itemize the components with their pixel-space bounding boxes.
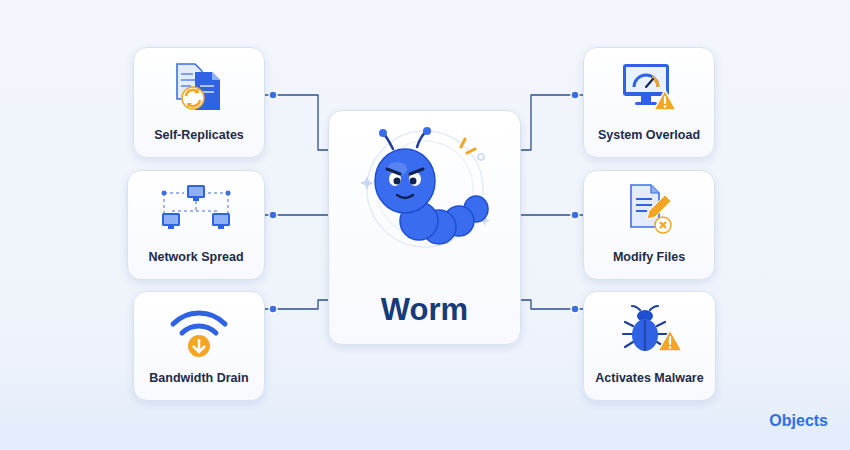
box-label: Activates Malware: [595, 371, 703, 400]
connector-line: [265, 95, 328, 150]
effect-box: System Overload: [583, 47, 715, 158]
connector-dot: [269, 91, 277, 99]
brand-watermark: Objects: [769, 412, 828, 430]
connector-line: [521, 95, 583, 150]
central-box: Worm: [328, 110, 521, 345]
network-icon: [156, 181, 236, 235]
effect-box: Modify Files: [583, 170, 715, 280]
bandwidth-icon: [167, 302, 231, 360]
box-label: Network Spread: [148, 250, 243, 279]
box-label: Bandwidth Drain: [149, 371, 248, 400]
malware-bug-icon: [612, 302, 688, 358]
modify-icon: [619, 181, 679, 237]
bottom-band: [0, 425, 850, 450]
worm-illustration: [355, 123, 495, 255]
box-label: Modify Files: [613, 250, 685, 279]
replicate-icon: [167, 60, 231, 114]
connector-dot: [269, 305, 277, 313]
connector-dot: [571, 305, 579, 313]
effect-box: Activates Malware: [583, 291, 716, 401]
connector-dot: [269, 211, 277, 219]
box-label: System Overload: [598, 128, 700, 157]
central-title: Worm: [381, 292, 468, 344]
overload-icon: [617, 60, 681, 116]
effect-box: Network Spread: [127, 170, 265, 280]
connector-dot: [571, 211, 579, 219]
connector-dot: [571, 91, 579, 99]
effect-box: Self-Replicates: [133, 47, 265, 158]
box-label: Self-Replicates: [154, 128, 244, 157]
effect-box: Bandwidth Drain: [133, 291, 265, 401]
